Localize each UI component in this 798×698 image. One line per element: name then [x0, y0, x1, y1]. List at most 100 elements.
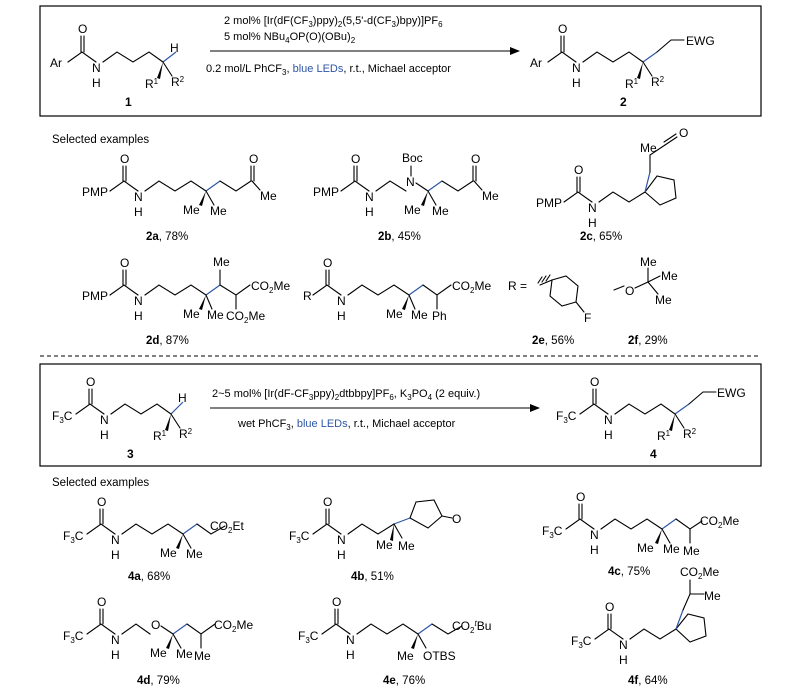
svg-text:H: H — [134, 205, 143, 219]
svg-text:H: H — [604, 428, 613, 442]
svg-text:2c, 65%: 2c, 65% — [580, 231, 622, 243]
conditions1-line1: 2 mol% [Ir(dF(CF3)ppy)2(5,5'-d(CF3)bpy)]… — [224, 15, 443, 29]
atom-h: H — [92, 76, 101, 90]
svg-text:CO2Me: CO2Me — [226, 309, 265, 325]
svg-text:H: H — [619, 653, 628, 667]
svg-text:H: H — [100, 428, 109, 442]
svg-text:N: N — [111, 633, 120, 647]
svg-text:N: N — [604, 413, 613, 427]
atom-r1: R1 — [145, 77, 159, 91]
conditions2-line2: wet PhCF3, blue LEDs, r.t., Michael acce… — [237, 418, 456, 432]
svg-text:H: H — [178, 391, 187, 405]
compound-2d: PMP O N H Me CO2Me CO2Me Me Me 2d, 87% — [82, 255, 290, 347]
svg-text:N: N — [134, 190, 143, 204]
svg-text:CO2Me: CO2Me — [680, 565, 719, 581]
atom-ar: Ar — [50, 56, 62, 70]
compound-4a: F3C O N H CO2Et Me Me 4a, 68% — [63, 495, 244, 583]
svg-text:PMP: PMP — [536, 196, 562, 210]
svg-text:Me: Me — [376, 538, 393, 552]
svg-text:F3C: F3C — [556, 409, 577, 425]
svg-text:H: H — [111, 648, 120, 662]
svg-text:F3C: F3C — [298, 629, 319, 645]
svg-text:F3C: F3C — [63, 629, 84, 645]
scheme1-box — [39, 5, 762, 117]
svg-text:Me: Me — [260, 189, 277, 203]
svg-text:O: O — [86, 375, 95, 389]
svg-text:Me: Me — [397, 649, 414, 663]
svg-text:O: O — [332, 595, 341, 609]
atom-n: N — [92, 61, 101, 75]
svg-text:F3C: F3C — [542, 524, 563, 540]
svg-text:Me: Me — [411, 308, 428, 322]
svg-text:O: O — [574, 163, 583, 177]
compound-label-2: 2 — [620, 95, 627, 109]
svg-text:Me: Me — [655, 293, 672, 307]
svg-text:H: H — [346, 648, 355, 662]
svg-text:Me: Me — [386, 307, 403, 321]
svg-text:H: H — [572, 76, 581, 90]
compound-4c: F3C O N H CO2Me Me Me Me 4c, 75% — [542, 490, 739, 578]
compound-4d: F3C O N H O CO2Me Me Me Me 4d, 79% — [63, 595, 253, 687]
compound-3: F3C O N H H R1 R2 3 — [52, 375, 193, 461]
svg-text:Me: Me — [186, 547, 203, 561]
svg-text:Me: Me — [183, 307, 200, 321]
svg-text:Me: Me — [213, 255, 230, 269]
svg-text:O: O — [323, 495, 332, 509]
svg-text:Me: Me — [150, 646, 167, 660]
svg-text:F3C: F3C — [571, 634, 592, 650]
svg-text:R =: R = — [508, 279, 527, 293]
svg-text:4e, 76%: 4e, 76% — [383, 675, 425, 687]
compound-4b: F3C O N H O Me Me 4b, 51% — [289, 495, 461, 583]
svg-text:O: O — [120, 152, 129, 166]
compound-label-3: 3 — [127, 447, 134, 461]
svg-text:H: H — [590, 543, 599, 557]
svg-text:EWG: EWG — [717, 386, 746, 400]
svg-text:2f, 29%: 2f, 29% — [628, 335, 668, 347]
svg-text:PMP: PMP — [313, 185, 339, 199]
svg-text:Me: Me — [663, 542, 680, 556]
svg-text:O: O — [120, 256, 129, 270]
svg-text:O: O — [249, 152, 258, 166]
svg-text:R2: R2 — [683, 427, 697, 441]
svg-text:O: O — [471, 152, 480, 166]
svg-text:N: N — [100, 413, 109, 427]
svg-text:Me: Me — [160, 546, 177, 560]
svg-text:N: N — [406, 175, 415, 189]
conditions2-line1: 2~5 mol% [Ir(dF-CF3ppy)2dtbbpy]PF6, K3PO… — [212, 388, 480, 402]
svg-text:O: O — [590, 375, 599, 389]
svg-text:2a, 78%: 2a, 78% — [146, 231, 188, 243]
svg-text:O: O — [576, 490, 585, 504]
svg-text:Me: Me — [704, 589, 721, 603]
svg-text:H: H — [337, 548, 346, 562]
svg-text:Me: Me — [482, 189, 499, 203]
svg-text:N: N — [588, 201, 597, 215]
conditions1-line2: 5 mol% NBu4OP(O)(OBu)2 — [224, 31, 356, 45]
svg-text:Ph: Ph — [432, 309, 447, 323]
svg-text:N: N — [572, 61, 581, 75]
svg-text:Me: Me — [398, 539, 415, 553]
svg-text:EWG: EWG — [686, 34, 715, 48]
svg-text:Me: Me — [640, 255, 657, 269]
section1-title: Selected examples — [52, 134, 149, 146]
svg-text:PMP: PMP — [82, 289, 108, 303]
svg-text:O: O — [351, 152, 360, 166]
svg-text:R: R — [303, 289, 312, 303]
svg-text:O: O — [679, 126, 688, 140]
svg-text:F: F — [584, 311, 591, 325]
compound-label-1: 1 — [125, 95, 132, 109]
svg-text:N: N — [111, 533, 120, 547]
svg-text:4a, 68%: 4a, 68% — [128, 571, 170, 583]
svg-text:2b, 45%: 2b, 45% — [378, 231, 421, 243]
svg-text:H: H — [365, 205, 374, 219]
svg-text:Me: Me — [640, 141, 657, 155]
svg-text:F3C: F3C — [63, 529, 84, 545]
svg-text:4c, 75%: 4c, 75% — [608, 566, 650, 578]
compound-4e: F3C O N H CO2tBu Me OTBS 4e, 76% — [298, 595, 491, 687]
compound-2b: PMP O N H N Boc O Me Me Me 2b, 45% — [313, 151, 499, 243]
svg-text:CO2Me: CO2Me — [214, 618, 253, 634]
conditions-1: 2 mol% [Ir(dF(CF3)ppy)2(5,5'-d(CF3)bpy)]… — [206, 15, 520, 77]
atom-h: H — [170, 41, 179, 55]
svg-text:H: H — [111, 548, 120, 562]
svg-text:2e, 56%: 2e, 56% — [532, 335, 574, 347]
svg-text:OTBS: OTBS — [423, 649, 456, 663]
